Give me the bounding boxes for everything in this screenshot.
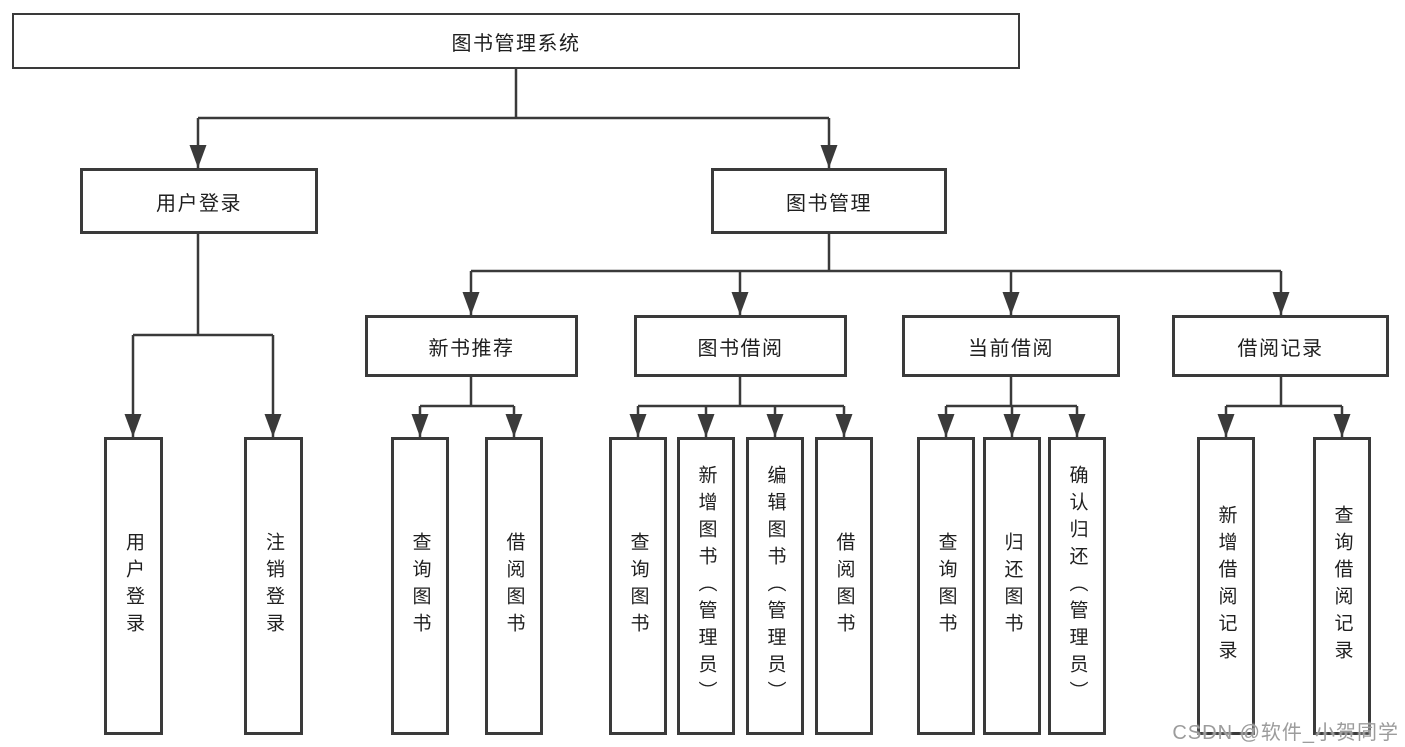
node-label: 查询图书 [935, 532, 957, 640]
leaf-user-login: 用户登录 [104, 437, 163, 735]
node-label: 新增图书（管理员） [695, 464, 717, 708]
node-label: 查询图书 [627, 532, 649, 640]
leaf-edit-books-admin: 编辑图书（管理员） [746, 437, 804, 735]
node-book-management: 图书管理 [711, 168, 947, 234]
node-borrowing-records: 借阅记录 [1172, 315, 1389, 377]
node-label: 新书推荐 [428, 337, 515, 360]
leaf-add-books-admin: 新增图书（管理员） [677, 437, 735, 735]
node-label: 借阅图书 [833, 532, 855, 640]
node-label: 查询图书 [409, 532, 431, 640]
node-label: 用户登录 [123, 532, 144, 640]
leaf-borrow-books: 借阅图书 [815, 437, 873, 735]
node-label: 当前借阅 [968, 337, 1054, 360]
connector-trunks [133, 69, 1342, 408]
leaf-add-borrow-record: 新增借阅记录 [1197, 437, 1255, 735]
node-label: 图书管理系统 [451, 32, 581, 55]
node-label: 查询借阅记录 [1331, 505, 1353, 667]
node-book-borrowing: 图书借阅 [634, 315, 847, 377]
leaf-query-borrow-record: 查询借阅记录 [1313, 437, 1371, 735]
node-label: 确认归还（管理员） [1066, 464, 1088, 708]
node-current-borrowing: 当前借阅 [902, 315, 1120, 377]
node-label: 图书管理 [786, 192, 872, 215]
leaf-confirm-return-admin: 确认归还（管理员） [1048, 437, 1106, 735]
node-library-system: 图书管理系统 [12, 13, 1020, 69]
node-label: 借阅图书 [503, 532, 525, 640]
leaf-query-books-current: 查询图书 [917, 437, 975, 735]
watermark: CSDN @软件_小贺同学 [1172, 722, 1399, 744]
leaf-query-books-recommend: 查询图书 [391, 437, 449, 735]
node-label: 注销登录 [263, 532, 284, 640]
leaf-query-books-borrow: 查询图书 [609, 437, 667, 735]
node-label: 用户登录 [156, 192, 242, 215]
leaf-borrow-books-recommend: 借阅图书 [485, 437, 543, 735]
node-label: 归还图书 [1001, 532, 1023, 640]
node-user-login: 用户登录 [80, 168, 318, 234]
leaf-return-books: 归还图书 [983, 437, 1041, 735]
node-label: 编辑图书（管理员） [764, 464, 786, 708]
leaf-logout: 注销登录 [244, 437, 303, 735]
node-new-book-recommendation: 新书推荐 [365, 315, 578, 377]
node-label: 借阅记录 [1237, 337, 1324, 360]
node-label: 图书借阅 [697, 337, 784, 360]
node-label: 新增借阅记录 [1215, 505, 1237, 667]
